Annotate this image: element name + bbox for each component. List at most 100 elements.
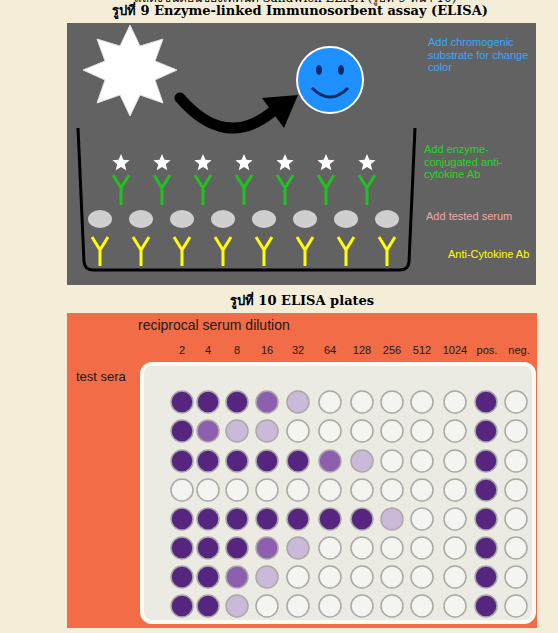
plate-well bbox=[226, 537, 248, 559]
plate-well bbox=[381, 595, 403, 617]
plate-well bbox=[475, 508, 497, 530]
plate-well bbox=[197, 391, 219, 413]
plate-well bbox=[197, 479, 219, 501]
plate-well bbox=[171, 566, 193, 588]
capture-antibody bbox=[215, 237, 231, 266]
control-label: neg. bbox=[504, 344, 534, 357]
plate-well bbox=[444, 450, 466, 472]
plate-well bbox=[475, 391, 497, 413]
enzyme-star bbox=[317, 154, 334, 170]
plate-well bbox=[475, 537, 497, 559]
plate-well bbox=[256, 479, 278, 501]
plate-well bbox=[351, 479, 373, 501]
plate-well bbox=[411, 450, 433, 472]
capture-antibody bbox=[338, 237, 354, 266]
plate-well bbox=[319, 595, 341, 617]
detection-antibody bbox=[113, 175, 129, 205]
axis-title: test sera bbox=[76, 370, 126, 385]
step-label: Add enzyme-conjugated anti-cytokine Ab bbox=[424, 143, 532, 181]
plate-well bbox=[381, 566, 403, 588]
plate-well bbox=[287, 391, 309, 413]
cytokine-antigen bbox=[375, 210, 399, 228]
plate-well bbox=[197, 595, 219, 617]
plate-well bbox=[287, 537, 309, 559]
dilution-number: 256 bbox=[377, 344, 407, 357]
plate-well bbox=[226, 595, 248, 617]
plate-well bbox=[287, 566, 309, 588]
plate-well bbox=[411, 537, 433, 559]
enzyme-star bbox=[194, 154, 211, 170]
plate-well bbox=[505, 450, 527, 472]
dilution-number: 1024 bbox=[440, 344, 470, 357]
dilution-number: 2 bbox=[167, 344, 197, 357]
plate-well bbox=[171, 508, 193, 530]
step-label: Add tested serum bbox=[426, 210, 526, 223]
plate-well bbox=[444, 420, 466, 442]
plate-well bbox=[475, 479, 497, 501]
plate-well bbox=[319, 450, 341, 472]
plate-well bbox=[226, 479, 248, 501]
plate-well bbox=[226, 420, 248, 442]
plate-well bbox=[256, 595, 278, 617]
plate-well bbox=[351, 450, 373, 472]
plate-well bbox=[411, 595, 433, 617]
colored-product bbox=[297, 47, 363, 113]
plate-well bbox=[287, 508, 309, 530]
plate-well bbox=[444, 537, 466, 559]
plate-well bbox=[351, 508, 373, 530]
plate-well bbox=[381, 391, 403, 413]
plate-well bbox=[226, 450, 248, 472]
plate-well bbox=[381, 479, 403, 501]
plate-well bbox=[256, 420, 278, 442]
plate-well bbox=[411, 566, 433, 588]
capture-antibody bbox=[297, 237, 313, 266]
plate-well bbox=[475, 420, 497, 442]
plate-well bbox=[319, 391, 341, 413]
cytokine-antigen bbox=[88, 210, 112, 228]
plate-well bbox=[505, 479, 527, 501]
dilution-number: 4 bbox=[193, 344, 223, 357]
step-label: Add chromogenic substrate for change col… bbox=[428, 36, 532, 74]
plate-well bbox=[287, 420, 309, 442]
plate-well bbox=[287, 595, 309, 617]
plate-well bbox=[505, 537, 527, 559]
plate-well bbox=[381, 508, 403, 530]
plate-well bbox=[411, 391, 433, 413]
plate-well bbox=[381, 537, 403, 559]
dilution-number: 64 bbox=[315, 344, 345, 357]
plate-well bbox=[197, 420, 219, 442]
enzyme-star bbox=[276, 154, 293, 170]
plate-well bbox=[171, 450, 193, 472]
plate-well bbox=[411, 420, 433, 442]
plate-well bbox=[411, 479, 433, 501]
plate-well bbox=[256, 450, 278, 472]
dilution-number: 16 bbox=[252, 344, 282, 357]
plate-well bbox=[444, 566, 466, 588]
plate-well bbox=[256, 508, 278, 530]
plate-well bbox=[505, 595, 527, 617]
plate-well bbox=[256, 566, 278, 588]
enzyme-star bbox=[112, 154, 129, 170]
plate-well bbox=[256, 391, 278, 413]
reaction-arrow bbox=[180, 98, 272, 128]
plate-well bbox=[444, 391, 466, 413]
plate-well bbox=[319, 479, 341, 501]
detection-antibody bbox=[277, 175, 293, 205]
cytokine-antigen bbox=[334, 210, 358, 228]
plate-well bbox=[171, 595, 193, 617]
plate-well bbox=[287, 479, 309, 501]
plate-well bbox=[171, 420, 193, 442]
capture-antibody bbox=[256, 237, 272, 266]
arrow-head bbox=[262, 95, 298, 128]
plate-well bbox=[351, 420, 373, 442]
plate-well bbox=[411, 508, 433, 530]
plate-well bbox=[444, 479, 466, 501]
control-label: pos. bbox=[471, 344, 503, 357]
plate-well bbox=[351, 566, 373, 588]
plate-well bbox=[319, 420, 341, 442]
capture-antibody bbox=[379, 237, 395, 266]
plate-well bbox=[197, 508, 219, 530]
plate-well bbox=[171, 479, 193, 501]
